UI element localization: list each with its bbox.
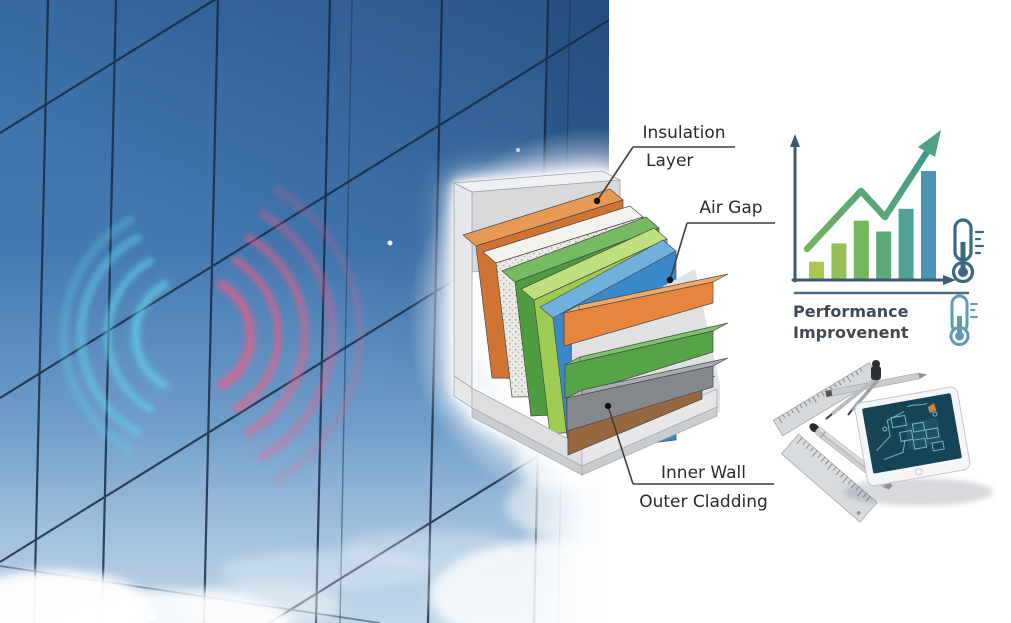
chart-caption: Performance Improvenent [793,301,909,343]
chart-bar [921,171,936,279]
blueprint-tablet [843,386,993,506]
label-insulation-layer: Layer [646,151,694,171]
label-insulation: Insulation [642,123,726,143]
chart-bar [809,261,824,279]
chart-bars [809,171,936,279]
label-outer-cladding: Outer Cladding [639,492,768,512]
chart-bar [853,220,869,279]
chart-bar [876,231,892,279]
thermometer-dark-icon [951,218,985,284]
caption-line2: Improvenent [793,323,909,343]
batten-grey [566,357,729,432]
chart-bar [898,208,914,279]
batten-green [564,322,729,399]
blueprint-drawing [876,402,945,461]
ruler-top [772,361,880,437]
wall-layers-diagram [452,170,729,476]
batten-orange [563,273,729,347]
ruler-bottom [780,433,878,523]
performance-chart [790,130,985,346]
trend-arrow [803,130,941,253]
thermometer-light-icon [949,294,978,346]
wave-rings [59,186,365,484]
caption-line1: Performance [793,302,909,321]
chart-bar [831,243,847,279]
chart-axes [790,134,956,285]
drafting-tools [772,360,993,523]
label-inner-wall: Inner Wall [661,463,746,483]
label-air-gap: Air Gap [699,198,763,218]
